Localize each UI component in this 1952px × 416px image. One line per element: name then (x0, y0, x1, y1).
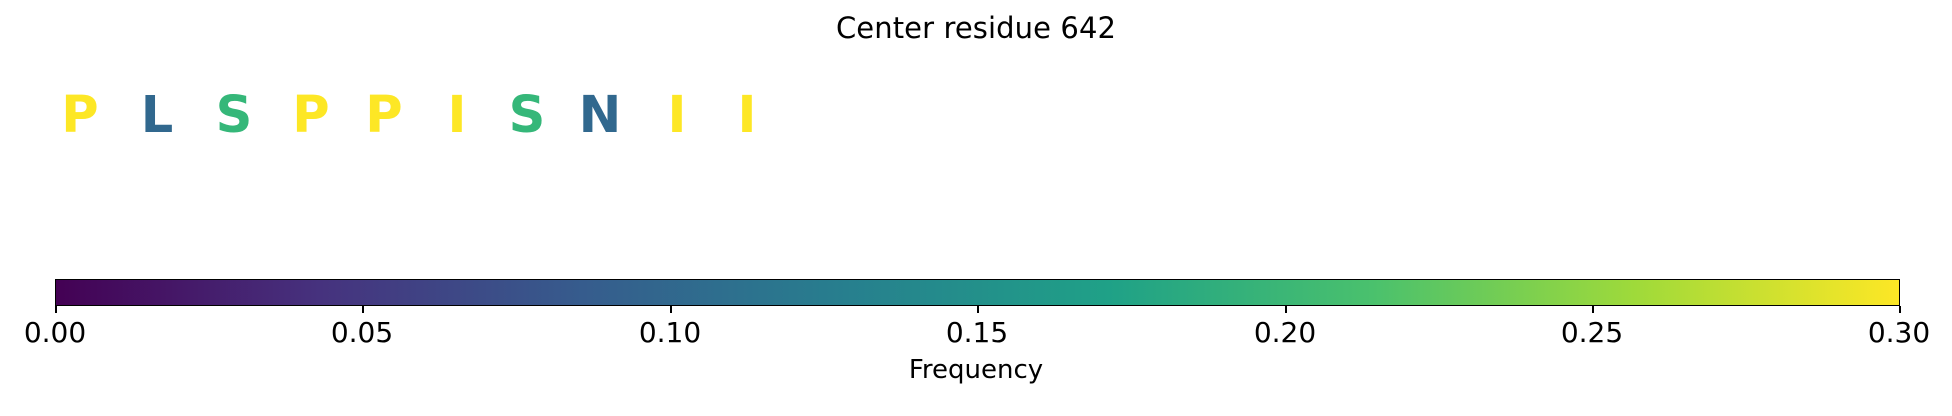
colorbar-axis-label: Frequency (908, 355, 1044, 385)
sequence-letter: P (61, 86, 99, 145)
sequence-letter: S (508, 86, 546, 145)
colorbar-tick-label: 0.10 (638, 316, 702, 349)
colorbar-tick (977, 306, 979, 313)
sequence-letter: P (292, 86, 330, 145)
sequence-letter: S (215, 86, 253, 145)
colorbar-tick-label: 0.00 (23, 316, 87, 349)
page-title: Center residue 642 (835, 11, 1117, 45)
colorbar-tick-label: 0.25 (1560, 316, 1624, 349)
sequence-letter: I (447, 86, 467, 145)
sequence-letter: I (737, 86, 757, 145)
colorbar-tick (362, 306, 364, 313)
sequence-letter: P (365, 86, 403, 145)
colorbar-gradient (55, 279, 1900, 306)
colorbar-tick (1285, 306, 1287, 313)
colorbar-tick-label: 0.15 (945, 316, 1009, 349)
sequence-letter: N (578, 86, 622, 145)
colorbar-tick-label: 0.20 (1253, 316, 1317, 349)
colorbar-tick (55, 306, 57, 313)
sequence-letter: I (667, 86, 687, 145)
colorbar-tick-label: 0.05 (330, 316, 394, 349)
colorbar-tick (1899, 306, 1901, 313)
colorbar-tick-label: 0.30 (1867, 316, 1931, 349)
colorbar-tick (1592, 306, 1594, 313)
sequence-letter: L (140, 86, 174, 145)
colorbar-tick (670, 306, 672, 313)
